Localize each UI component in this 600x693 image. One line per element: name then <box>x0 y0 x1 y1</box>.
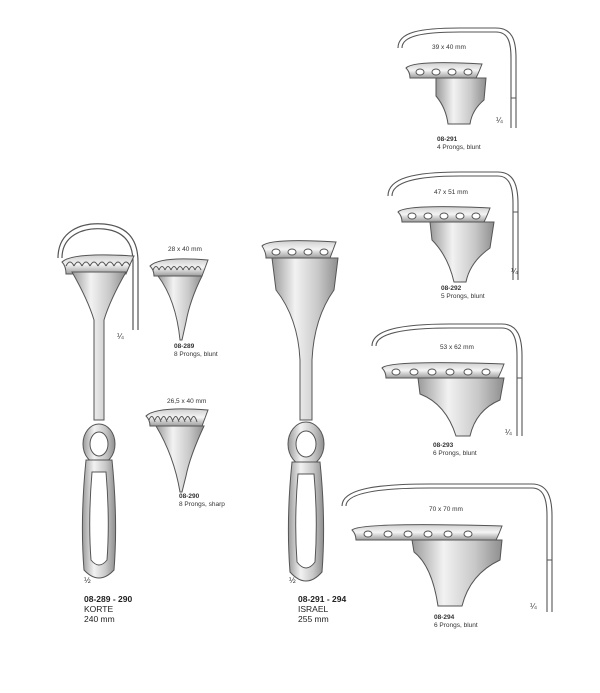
label-08-294: 08-294 6 Prongs, blunt <box>434 614 478 630</box>
korte-profile-outline <box>57 223 139 330</box>
israel-scale: ½ <box>289 576 296 585</box>
korte-side-scale: ¼ <box>117 332 124 341</box>
israel-code: 08-291 - 294 <box>298 594 347 604</box>
label-08-290: 08-290 8 Prongs, sharp <box>179 493 225 509</box>
code-08-289: 08-289 <box>174 343 195 350</box>
code-08-290: 08-290 <box>179 493 200 500</box>
size-08-291: 39 x 40 mm <box>432 44 466 51</box>
korte-label: 08-289 - 290 KORTE 240 mm <box>84 594 132 624</box>
korte-code: 08-289 - 290 <box>84 594 133 604</box>
variant-08-293 <box>371 323 523 437</box>
desc-08-294: 6 Prongs, blunt <box>434 622 478 629</box>
code-08-293: 08-293 <box>433 442 454 449</box>
code-08-294: 08-294 <box>434 614 455 621</box>
korte-retractor <box>61 254 135 579</box>
size-08-294: 70 x 70 mm <box>429 506 463 513</box>
desc-08-290: 8 Prongs, sharp <box>179 501 225 508</box>
desc-08-293: 6 Prongs, blunt <box>433 450 477 457</box>
code-08-291: 08-291 <box>437 136 458 143</box>
size-08-290: 26,5 x 40 mm <box>167 398 207 405</box>
variant-08-292 <box>387 171 519 283</box>
desc-08-292: 5 Prongs, blunt <box>441 293 485 300</box>
code-08-292: 08-292 <box>441 285 462 292</box>
label-08-291: 08-291 4 Prongs, blunt <box>437 136 481 152</box>
scale-08-294: ¼ <box>530 602 537 611</box>
size-08-292: 47 x 51 mm <box>434 189 468 196</box>
size-08-289: 28 x 40 mm <box>168 246 202 253</box>
scale-08-291: ¼ <box>496 116 503 125</box>
korte-name: KORTE <box>84 604 114 614</box>
desc-08-291: 4 Prongs, blunt <box>437 144 481 151</box>
size-08-293: 53 x 62 mm <box>440 344 474 351</box>
desc-08-289: 8 Prongs, blunt <box>174 351 218 358</box>
variant-08-290-head <box>145 408 209 493</box>
israel-retractor <box>261 240 339 582</box>
israel-length: 255 mm <box>298 614 329 624</box>
israel-name: ISRAEL <box>298 604 329 614</box>
scale-08-292: ¼ <box>511 267 518 276</box>
scale-08-293: ¼ <box>505 428 512 437</box>
label-08-292: 08-292 5 Prongs, blunt <box>441 285 485 301</box>
variant-08-289-head <box>149 258 209 341</box>
variant-08-291 <box>397 27 517 128</box>
korte-length: 240 mm <box>84 614 115 624</box>
korte-scale: ½ <box>84 576 91 585</box>
variant-08-294 <box>341 483 553 612</box>
label-08-289: 08-289 8 Prongs, blunt <box>174 343 218 359</box>
label-08-293: 08-293 6 Prongs, blunt <box>433 442 477 458</box>
israel-label: 08-291 - 294 ISRAEL 255 mm <box>298 594 346 624</box>
